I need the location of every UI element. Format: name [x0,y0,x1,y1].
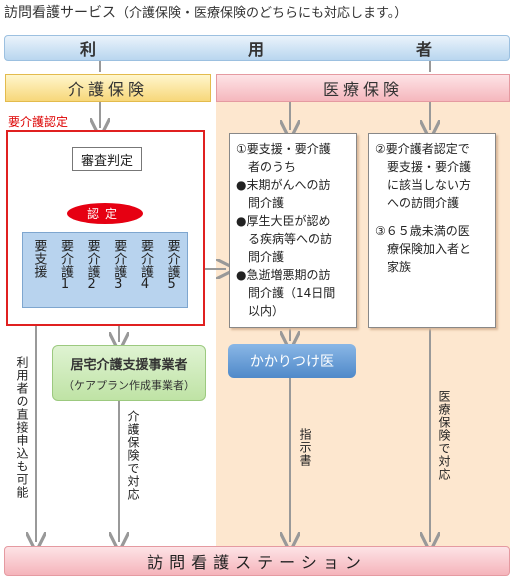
certification-badge: 認定 [67,203,143,224]
box1-line: 問介護（14日間 [236,286,336,300]
box2-line: 療保険加入者と [375,242,472,256]
care-manager-box: 居宅介護支援事業者 （ケアプラン作成事業者） [52,345,206,401]
level-text: 要介護 [164,239,180,278]
kaigo-insurance-header: 介護保険 [5,74,211,102]
level-yokaigo-5: 要介護 5 [161,239,183,301]
box1-line: 問介護 [236,196,285,210]
box2-line: への訪問介護 [375,196,460,210]
care-levels: 要支援 要介護 1 要介護 2 要介護 3 要介護 4 要介護 5 [22,232,188,308]
box2-line: ③６５歳未満の医 [375,224,470,238]
box2-line: ②要介護者認定で [375,142,470,156]
iryo-coverage-label: 医療保険で対応 [437,390,451,481]
box1-line: る疾病等への訪 [236,232,333,246]
box1-line: ●末期がんへの訪 [236,178,331,192]
level-youshien: 要支援 [27,239,49,301]
level-yokaigo-3: 要介護 3 [107,239,129,301]
review-judgment-box: 審査判定 [72,147,142,171]
level-yokaigo-4: 要介護 4 [134,239,156,301]
level-yokaigo-1: 要介護 1 [54,239,76,301]
medical-condition-box-2: ②要介護者認定で 要支援・要介護 に該当しない方 への訪問介護 ③６５歳未満の医… [368,133,496,328]
level-text: 要介護 [111,239,127,278]
care-certification-label: 要介護認定 [8,115,69,129]
box2-line: 要支援・要介護 [375,160,472,174]
instruction-label: 指示書 [298,428,312,467]
level-text: 要支援 [31,239,47,278]
level-text: 要介護 [57,239,73,278]
level-text: 要介護 [137,239,153,278]
box1-line: 問介護 [236,250,285,264]
medical-condition-box-1: ①要支援・要介護 者のうち ●末期がんへの訪 問介護 ●厚生大臣が認め る疾病等… [229,133,357,328]
title-main: 訪問看護サービス [4,5,116,21]
box1-line: ①要支援・要介護 [236,142,331,156]
level-text: 要介護 [84,239,100,278]
level-num: 1 [60,277,70,292]
level-num: 5 [167,277,176,292]
kaigo-coverage-label: 介護保険で対応 [126,410,140,501]
box2-line: に該当しない方 [375,178,472,192]
user-char-1: 利 [79,40,98,59]
page-title: 訪問看護サービス（介護保険・医療保険のどちらにも対応します。） [4,2,407,22]
level-num: 4 [140,277,150,292]
box1-line: ●急逝増悪期の訪 [236,268,331,282]
level-yokaigo-2: 要介護 2 [81,239,103,301]
user-char-3: 者 [415,40,434,59]
care-manager-title: 居宅介護支援事業者 [70,357,188,373]
title-sub: （介護保険・医療保険のどちらにも対応します。） [116,6,408,21]
direct-application-label: 利用者の直接申込も可能 [15,356,29,499]
box1-line: 以内） [236,304,285,318]
user-char-2: 用 [247,40,266,59]
box1-line: 者のうち [236,160,297,174]
user-bar: 利 用 者 [4,35,510,61]
box2-line: 家族 [375,260,412,274]
visiting-nurse-station: 訪問看護ステーション [4,546,510,576]
level-num: 3 [114,277,123,292]
care-manager-note: （ケアプラン作成事業者） [63,378,195,392]
iryo-insurance-header: 医療保険 [216,74,510,102]
family-doctor-box: かかりつけ医 [228,344,356,378]
box1-line: ●厚生大臣が認め [236,214,331,228]
level-num: 2 [87,277,96,292]
